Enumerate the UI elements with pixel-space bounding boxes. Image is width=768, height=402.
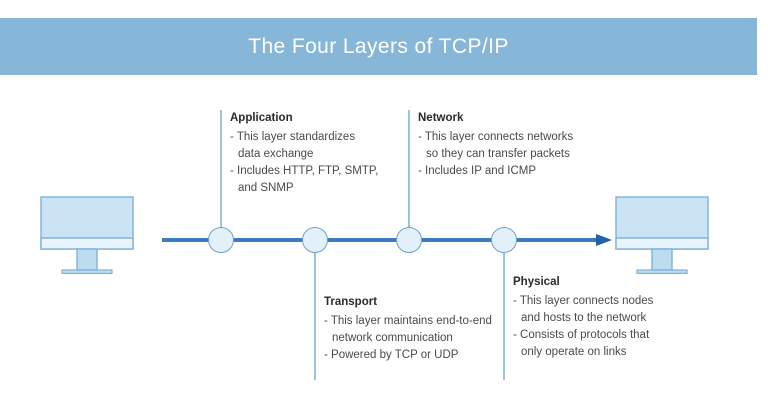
layer-block-transport: Transport - This layer maintains end-to-… xyxy=(324,296,492,364)
layer-line: so they can transfer packets xyxy=(426,148,570,160)
layer-line: data exchange xyxy=(238,148,314,160)
title-banner: The Four Layers of TCP/IP xyxy=(0,18,757,75)
layer-block-network: Network - This layer connects networks s… xyxy=(418,112,573,180)
node-circle-physical[interactable] xyxy=(491,227,517,253)
layer-line: - Consists of protocols that xyxy=(513,329,650,341)
layer-block-physical: Physical - This layer connects nodes and… xyxy=(513,276,653,361)
node-circle-transport[interactable] xyxy=(302,227,328,253)
page-title: The Four Layers of TCP/IP xyxy=(248,34,509,58)
layer-title-application: Application xyxy=(230,112,293,124)
stem-transport xyxy=(314,242,316,380)
node-circle-network[interactable] xyxy=(396,227,422,253)
stem-application xyxy=(220,110,222,238)
layer-line: - This layer connects networks xyxy=(418,131,574,143)
stem-physical xyxy=(503,242,505,380)
layer-line: - Includes IP and ICMP xyxy=(418,165,537,177)
layer-line: network communication xyxy=(332,332,453,344)
layer-title-transport: Transport xyxy=(324,296,378,308)
layer-block-application: Application - This layer standardizes da… xyxy=(230,112,378,197)
layer-line: - This layer maintains end-to-end xyxy=(324,315,492,327)
backbone-arrow xyxy=(162,232,614,248)
layer-title-physical: Physical xyxy=(513,276,560,288)
monitor-icon-left xyxy=(40,196,134,278)
layer-line: - Powered by TCP or UDP xyxy=(324,349,459,361)
layer-line: - This layer standardizes xyxy=(230,131,356,143)
layer-line: and SNMP xyxy=(238,182,294,194)
layer-line: and hosts to the network xyxy=(521,312,647,324)
monitor-icon-right xyxy=(615,196,709,278)
stem-network xyxy=(408,110,410,238)
layer-line: - This layer connects nodes xyxy=(513,295,654,307)
layer-title-network: Network xyxy=(418,112,464,124)
layer-line: - Includes HTTP, FTP, SMTP, xyxy=(230,165,379,177)
layer-line: only operate on links xyxy=(521,346,627,358)
node-circle-application[interactable] xyxy=(208,227,234,253)
